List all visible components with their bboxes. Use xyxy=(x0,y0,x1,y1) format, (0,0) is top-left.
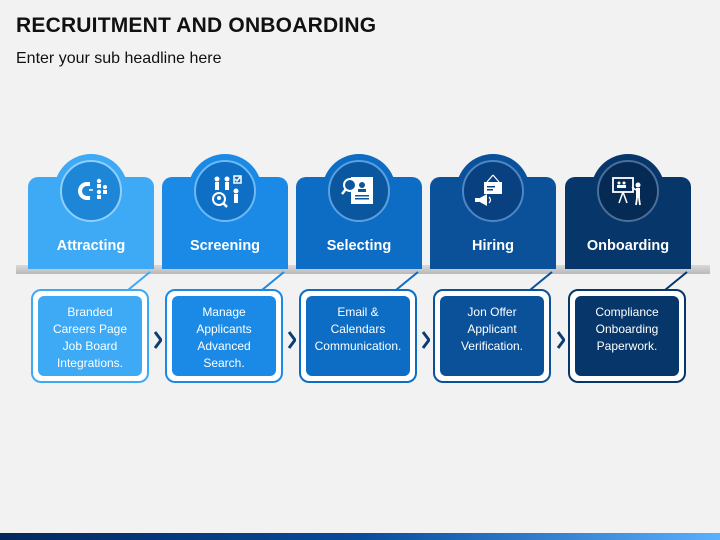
description-box xyxy=(172,296,276,376)
step-description: Branded Careers Page Job Board Integrati… xyxy=(52,305,128,370)
step-label: Onboarding xyxy=(586,238,670,254)
presentation-board-icon xyxy=(597,160,659,222)
step-attracting: Attracting Branded Careers Page Job Boar… xyxy=(28,0,154,540)
icon-circle xyxy=(322,154,396,228)
chevron-right-icon xyxy=(154,331,162,349)
step-hiring: Hiring Jon Offer Applicant Verification. xyxy=(430,0,556,540)
step-onboarding: Onboarding Compliance Onboarding Paperwo… xyxy=(565,0,691,540)
candidates-check-icon xyxy=(194,160,256,222)
step-label: Attracting xyxy=(56,238,126,254)
description-box xyxy=(575,296,679,376)
footer-accent-bar xyxy=(0,533,720,540)
step-description: Compliance Onboarding Paperwork. xyxy=(595,305,659,353)
step-connector xyxy=(664,271,688,291)
step-connector xyxy=(395,271,419,291)
chevron-right-icon xyxy=(422,331,430,349)
step-connector xyxy=(261,271,285,291)
resume-search-icon xyxy=(328,160,390,222)
step-description: Jon Offer Applicant Verification. xyxy=(460,305,524,353)
megaphone-sign-icon xyxy=(462,160,524,222)
step-label: Selecting xyxy=(326,238,392,254)
icon-circle xyxy=(591,154,665,228)
step-connector xyxy=(127,271,151,291)
step-selecting: Selecting Email & Calendars Communicatio… xyxy=(296,0,422,540)
chevron-right-icon xyxy=(557,331,565,349)
description-box xyxy=(38,296,142,376)
step-description: Email & Calendars Communication. xyxy=(314,305,402,353)
step-connector xyxy=(529,271,553,291)
icon-circle xyxy=(188,154,262,228)
step-screening: Screening Manage Applicants Advanced Sea… xyxy=(162,0,288,540)
icon-circle xyxy=(54,154,128,228)
step-label: Hiring xyxy=(472,238,514,254)
description-box xyxy=(440,296,544,376)
description-box xyxy=(306,296,410,376)
icon-circle xyxy=(456,154,530,228)
step-description: Manage Applicants Advanced Search. xyxy=(196,305,252,370)
timeline-divider xyxy=(16,265,710,274)
magnet-people-icon xyxy=(60,160,122,222)
step-label: Screening xyxy=(189,238,261,254)
chevron-right-icon xyxy=(288,331,296,349)
page-subtitle: Enter your sub headline here xyxy=(16,50,222,67)
page-title: RECRUITMENT AND ONBOARDING xyxy=(16,14,377,37)
